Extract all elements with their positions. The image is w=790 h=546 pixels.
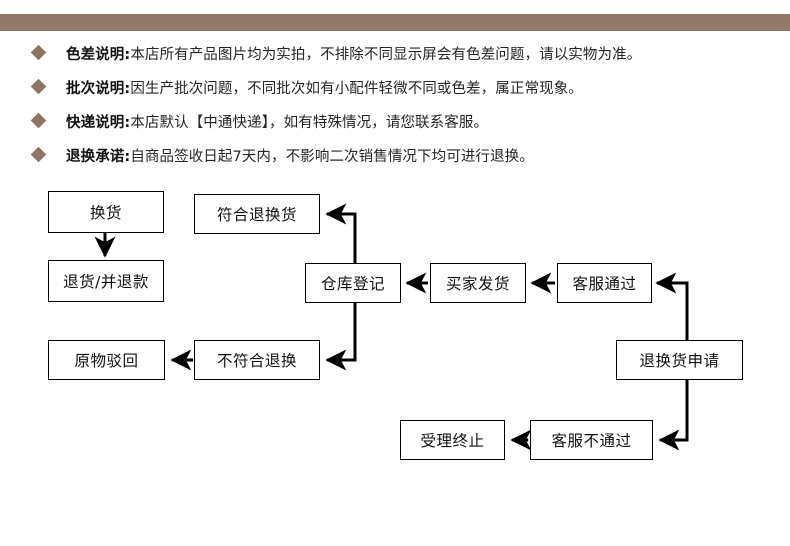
flow-node-fuhe-tuihuanhuo[interactable]: 符合退换货	[194, 194, 320, 234]
notice-label: 色差说明:	[66, 46, 131, 63]
flow-node-bufuhe-tuihuan[interactable]: 不符合退换	[194, 340, 320, 380]
notice-item-color: 色差说明:本店所有产品图片均为实拍，不排除不同显示屏会有色差问题，请以实物为准。	[0, 36, 790, 70]
notice-body: 本店所有产品图片均为实拍，不排除不同显示屏会有色差问题，请以实物为准。	[130, 46, 642, 63]
flow-node-cangku-dengji[interactable]: 仓库登记	[305, 263, 401, 303]
notice-body: 因生产批次问题，不同批次如有小配件轻微不同或色差，属正常现象。	[130, 80, 583, 97]
notice-label: 退换承诺:	[66, 148, 131, 165]
flow-node-yuanwu-bohui[interactable]: 原物驳回	[48, 340, 165, 380]
notice-text: 批次说明:因生产批次问题，不同批次如有小配件轻微不同或色差，属正常现象。	[66, 77, 583, 98]
notice-list: 色差说明:本店所有产品图片均为实拍，不排除不同显示屏会有色差问题，请以实物为准。…	[0, 36, 790, 172]
notice-item-batch: 批次说明:因生产批次问题，不同批次如有小配件轻微不同或色差，属正常现象。	[0, 70, 790, 104]
flow-node-maijia-fahuo[interactable]: 买家发货	[430, 263, 526, 303]
notice-item-return-promise: 退换承诺:自商品签收日起7天内，不影响二次销售情况下均可进行退换。	[0, 138, 790, 172]
notice-label: 快递说明:	[66, 114, 131, 131]
edge-shenqing-to-kefu-butongguo	[658, 380, 689, 451]
notice-body: 本店默认【中通快递】，如有特殊情况，请您联系客服。	[130, 114, 489, 131]
flow-node-huanhuo[interactable]: 换货	[48, 191, 164, 233]
notice-text: 退换承诺:自商品签收日起7天内，不影响二次销售情况下均可进行退换。	[66, 145, 534, 166]
notice-text: 快递说明:本店默认【中通快递】，如有特殊情况，请您联系客服。	[66, 111, 488, 132]
notice-item-shipping: 快递说明:本店默认【中通快递】，如有特殊情况，请您联系客服。	[0, 104, 790, 138]
notice-label: 批次说明:	[66, 80, 131, 97]
flow-node-kefu-tongguo[interactable]: 客服通过	[557, 263, 652, 303]
edge-cangku-to-fuhe	[325, 203, 357, 263]
edge-cangku-to-bufuhe	[325, 303, 357, 371]
edge-shenqing-to-kefu-tongguo	[655, 272, 689, 340]
flow-node-tuihuanhuo-shenqing[interactable]: 退换货申请	[616, 340, 743, 380]
flow-node-shouli-zhongzhi[interactable]: 受理终止	[400, 420, 505, 460]
flow-node-tuihuo-tuikuan[interactable]: 退货/并退款	[48, 260, 164, 302]
top-accent-bar	[0, 14, 790, 31]
notice-body: 自商品签收日起7天内，不影响二次销售情况下均可进行退换。	[130, 148, 534, 165]
flow-node-kefu-butongguo[interactable]: 客服不通过	[530, 420, 653, 460]
notice-text: 色差说明:本店所有产品图片均为实拍，不排除不同显示屏会有色差问题，请以实物为准。	[66, 43, 641, 64]
